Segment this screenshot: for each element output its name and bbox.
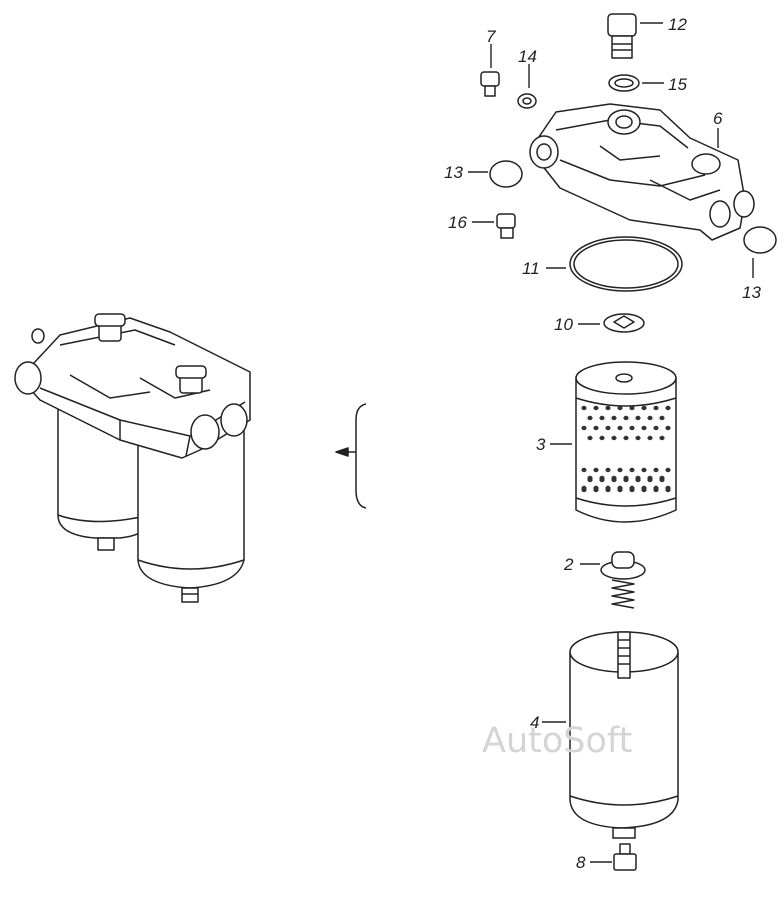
callout-8: 8	[576, 853, 586, 872]
part-8-drain-bolt	[590, 843, 637, 871]
perforation-hole	[623, 435, 629, 441]
part-13-cap-right	[743, 226, 777, 278]
part-4-canister	[542, 631, 679, 839]
part-10-seat	[578, 313, 645, 333]
callout-2: 2	[563, 555, 574, 574]
callout-4: 4	[530, 713, 539, 732]
part-13-cap-left	[468, 160, 523, 188]
perforation-hole	[653, 487, 659, 493]
part-14-washer	[517, 64, 537, 109]
perforation-hole	[611, 477, 617, 483]
perforation-hole	[617, 405, 623, 411]
perforation-hole	[629, 405, 635, 411]
perforation-hole	[581, 405, 587, 411]
perforation-hole	[647, 415, 653, 421]
part-7-plug	[480, 44, 500, 97]
perforation-hole	[605, 425, 611, 431]
callout-15: 15	[668, 75, 687, 94]
part-3-filter-element	[550, 361, 677, 523]
perforation-hole	[587, 477, 593, 483]
perforation-hole	[641, 487, 647, 493]
perforation-hole	[665, 405, 671, 411]
perforation-hole	[665, 487, 671, 493]
perforation-hole	[593, 425, 599, 431]
perforation-hole	[647, 435, 653, 441]
perforation-hole	[581, 467, 587, 473]
perforation-hole	[641, 425, 647, 431]
perforation-hole	[659, 435, 665, 441]
perforation-hole	[623, 477, 629, 483]
perforation-hole	[587, 435, 593, 441]
part-16-plug	[472, 213, 516, 239]
perforation-hole	[635, 477, 641, 483]
perforation-hole	[617, 425, 623, 431]
callout-12: 12	[668, 15, 687, 34]
part-11-o-ring	[546, 236, 683, 292]
perforation-hole	[653, 467, 659, 473]
part-12-bolt	[607, 13, 663, 59]
callout-10: 10	[554, 315, 573, 334]
perforation-hole	[623, 415, 629, 421]
perforation-hole	[599, 415, 605, 421]
perforation-hole	[599, 435, 605, 441]
callout-11: 11	[522, 259, 540, 278]
view-bracket	[335, 403, 367, 509]
callout-13-left: 13	[444, 163, 463, 182]
perforation-hole	[659, 477, 665, 483]
callout-13-right: 13	[742, 283, 761, 302]
perforation-hole	[593, 405, 599, 411]
watermark-logo: AutoSoft	[482, 721, 632, 761]
perforation-hole	[653, 425, 659, 431]
callout-14: 14	[518, 47, 537, 66]
perforation-hole	[611, 435, 617, 441]
perforation-hole	[587, 415, 593, 421]
perforation-hole	[611, 415, 617, 421]
callout-3: 3	[536, 435, 546, 454]
perforation-hole	[605, 405, 611, 411]
perforation-hole	[617, 467, 623, 473]
perforation-hole	[629, 467, 635, 473]
part-15-washer	[608, 74, 664, 92]
perforation-hole	[617, 487, 623, 493]
perforation-hole	[605, 487, 611, 493]
perforation-hole	[581, 487, 587, 493]
perforation-hole	[653, 405, 659, 411]
perforation-hole	[665, 425, 671, 431]
callout-labels: 12 7 14 15 6 13 16 13 11 10 3 2 4 8	[444, 15, 761, 872]
perforation-hole	[665, 467, 671, 473]
perforation-hole	[641, 405, 647, 411]
part-6-filter-head	[529, 103, 755, 241]
perforation-hole	[581, 425, 587, 431]
perforation-hole	[659, 415, 665, 421]
perforation-hole	[635, 435, 641, 441]
perforation-hole	[605, 467, 611, 473]
callout-16: 16	[448, 213, 467, 232]
perforation-hole	[647, 477, 653, 483]
perforation-hole	[629, 425, 635, 431]
part-2-spring	[580, 551, 646, 609]
perforation-hole	[593, 467, 599, 473]
perforation-hole	[635, 415, 641, 421]
callout-6: 6	[713, 109, 723, 128]
perforation-holes	[581, 405, 671, 493]
perforation-hole	[629, 487, 635, 493]
perforation-hole	[641, 467, 647, 473]
assembled-filter-unit	[14, 313, 251, 603]
perforation-hole	[599, 477, 605, 483]
callout-7: 7	[486, 27, 496, 46]
perforation-hole	[593, 487, 599, 493]
